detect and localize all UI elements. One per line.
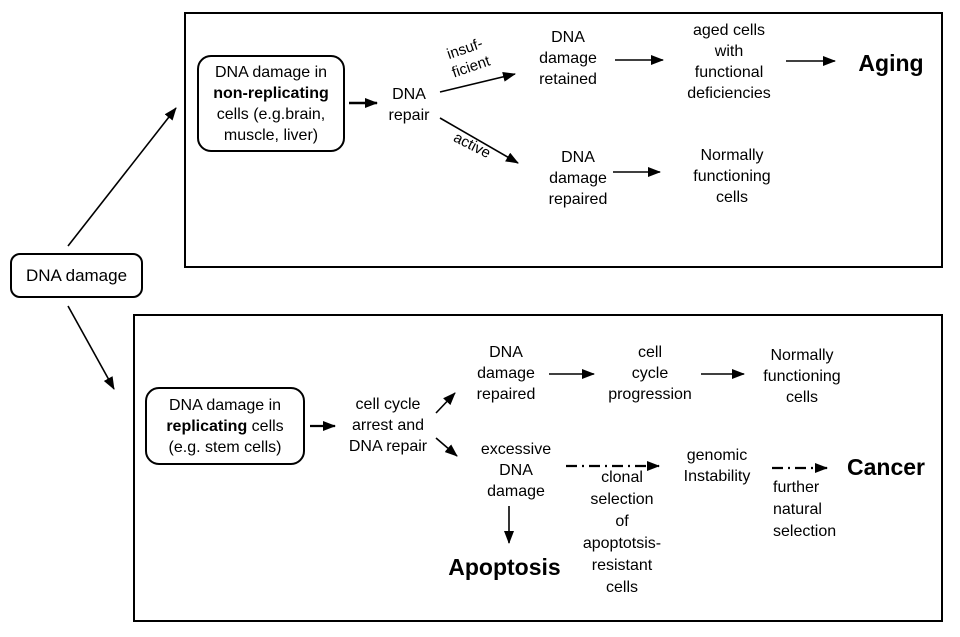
cancer-outcome-label: Cancer [847,454,925,480]
replicating-line2: replicating cells [166,417,284,435]
replicating-cells-box: DNA damage in replicating cells (e.g. st… [145,387,305,465]
dna-damage-repaired-top-node: DNA damage repaired [548,149,608,208]
replicating-line1: DNA damage in [168,396,282,414]
non-replicating-line1: DNA damage in [214,63,328,81]
arrow-source-to-nonreplicating [67,107,177,247]
excessive-dna-damage-node: excessive DNA damage [480,441,552,500]
non-replicating-line2: non-replicating [213,84,329,102]
dna-damage-retained-node: DNA damage retained [539,29,597,88]
aged-cells-node: aged cells with functional deficiencies [687,22,771,102]
normally-functioning-cells-top-node: Normally functioning cells [693,147,771,206]
dna-damage-source-label: DNA damage [25,266,128,285]
clonal-selection-edge-label: clonal selection of apoptotsis- resistan… [582,469,662,596]
aging-outcome-label: Aging [858,50,924,76]
dna-damage-repaired-bottom-node: DNA damage repaired [476,344,536,403]
non-replicating-line4: muscle, liver) [223,126,319,144]
normally-functioning-cells-bottom-node: Normally functioning cells [763,347,841,406]
genomic-instability-node: genomic Instability [683,447,751,485]
cell-cycle-progression-node: cell cycle progression [608,344,692,403]
dna-damage-source-box: DNA damage [10,253,143,298]
cell-cycle-arrest-node: cell cycle arrest and DNA repair [348,396,428,455]
non-replicating-line3: cells (e.g.brain, [216,105,326,123]
replicating-line3: (e.g. stem cells) [168,438,282,456]
apoptosis-outcome-label: Apoptosis [448,554,561,580]
further-natural-selection-edge-label: further natural selection [773,479,837,540]
non-replicating-cells-box: DNA damage in non-replicating cells (e.g… [197,55,345,152]
arrow-source-to-replicating [67,305,115,390]
dna-repair-node: DNA repair [388,86,430,124]
